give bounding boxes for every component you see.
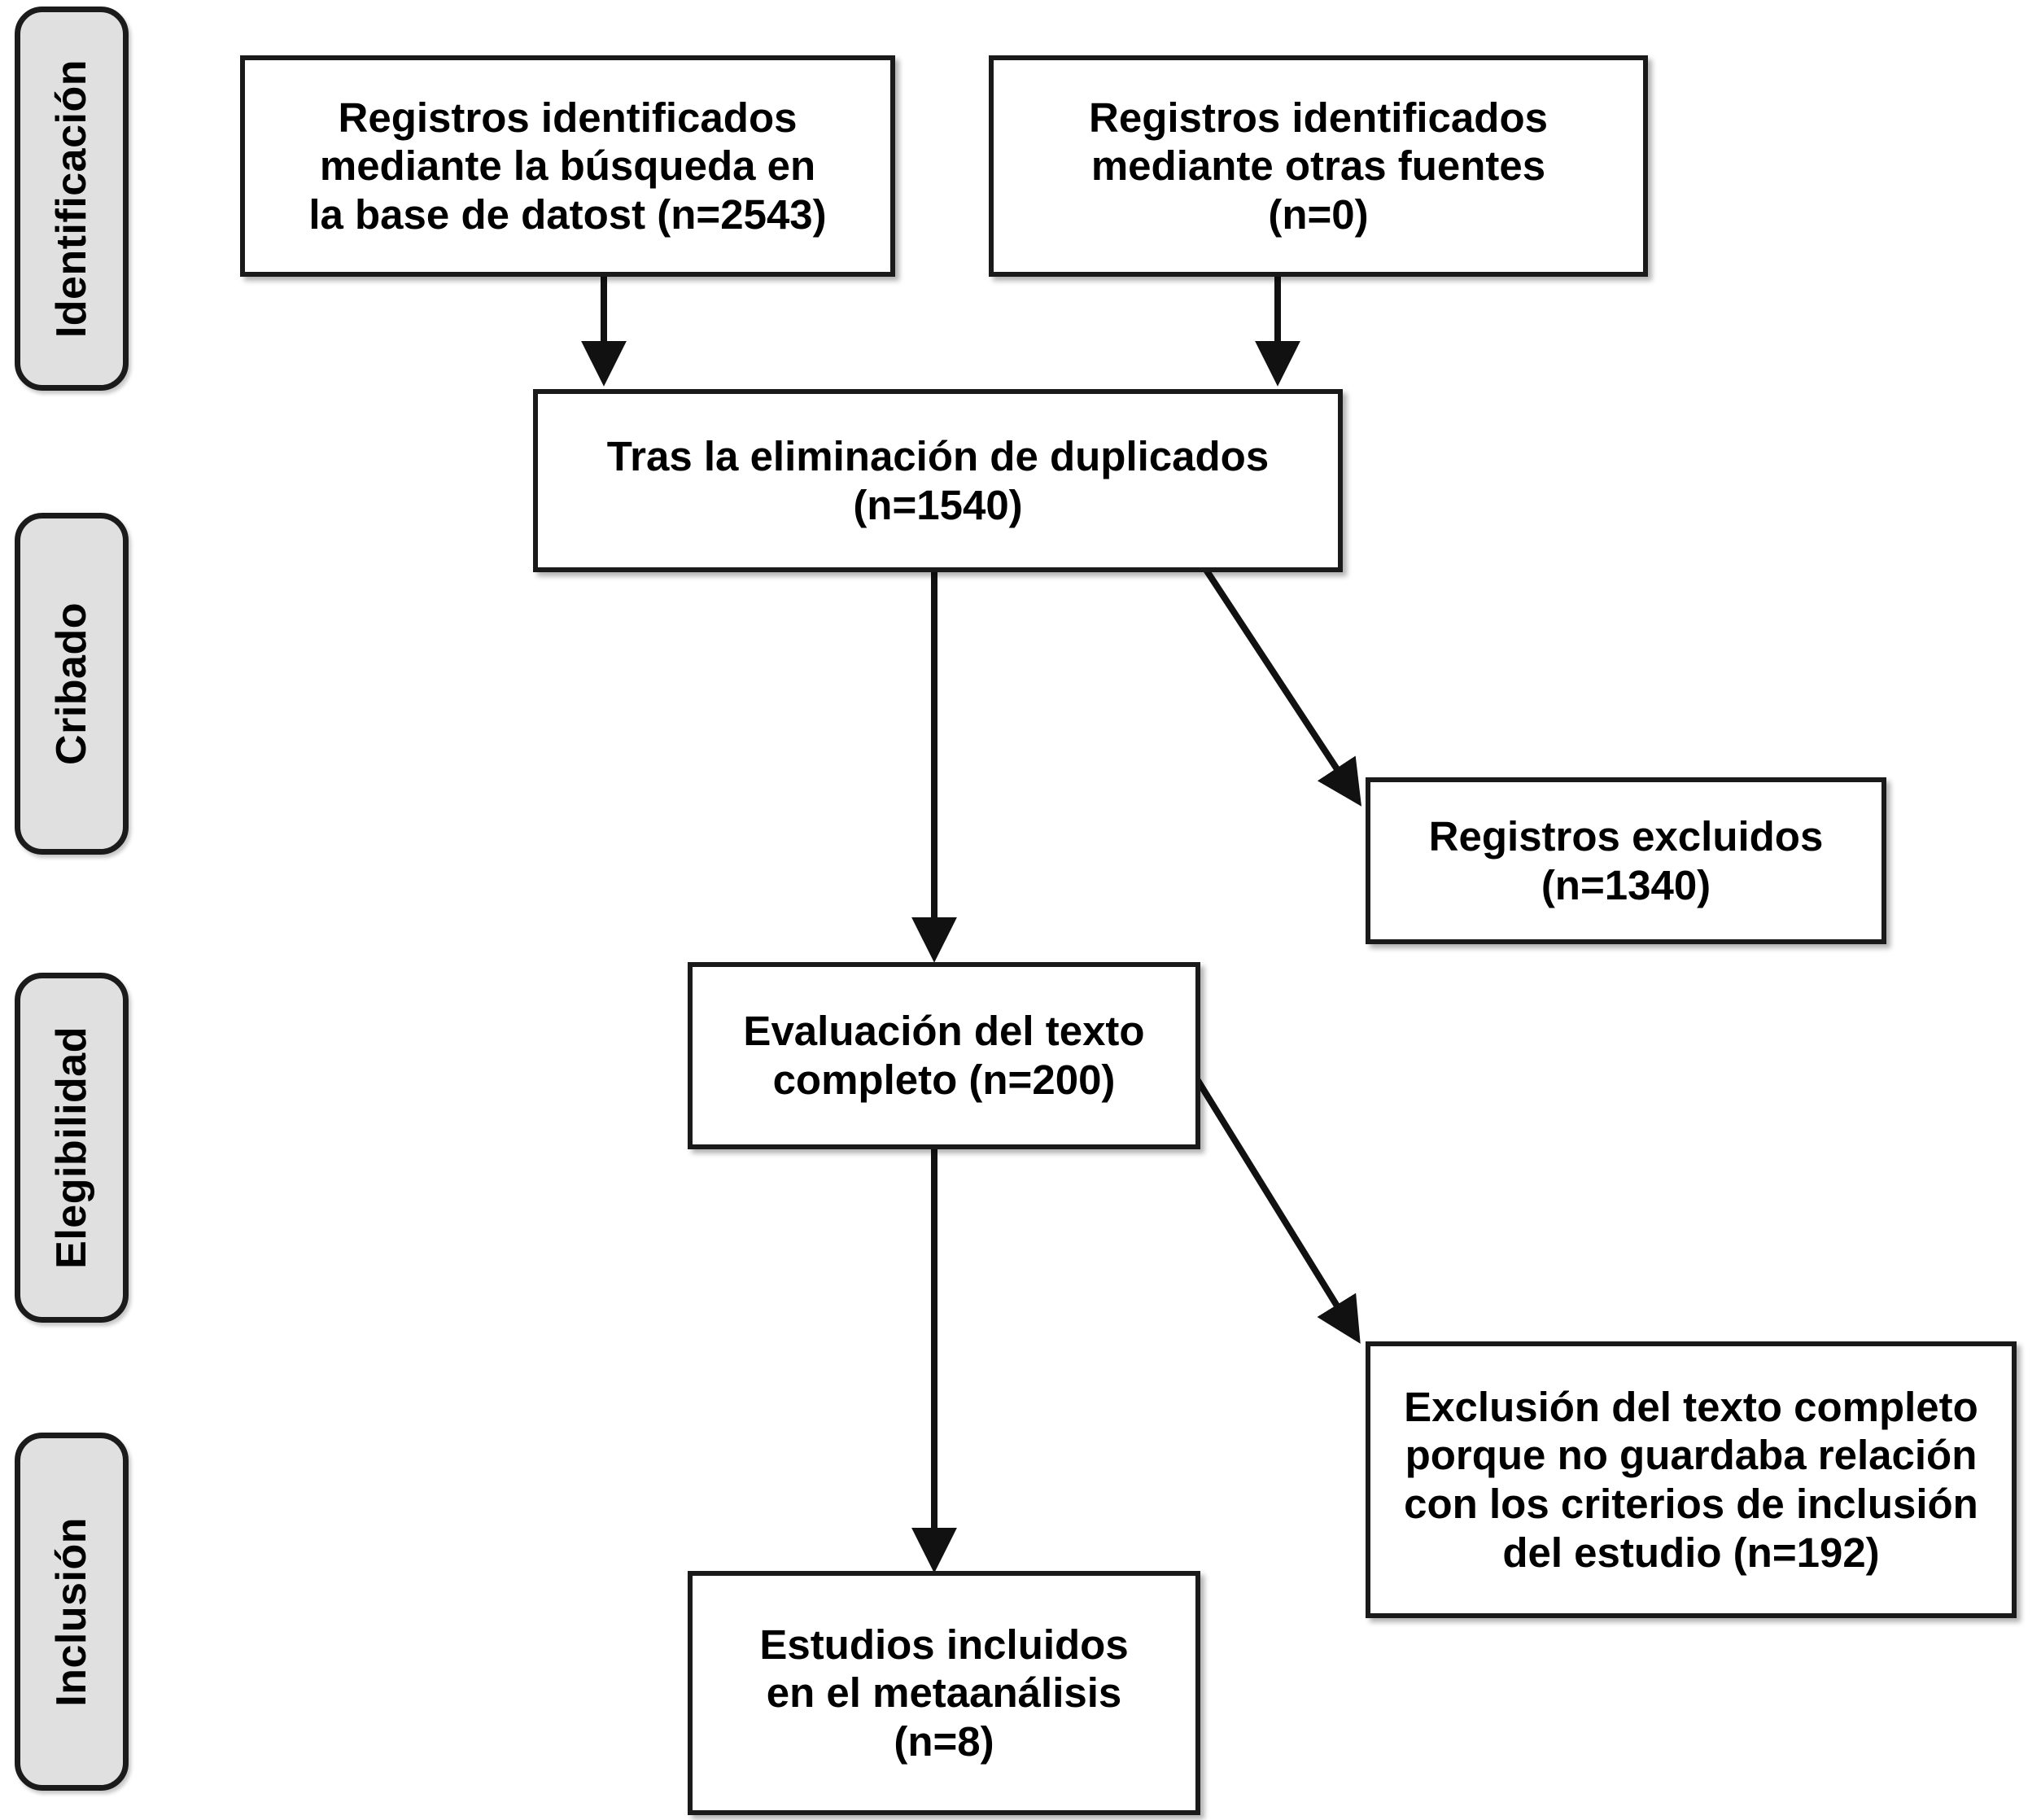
box-records-excluded: Registros excluidos (n=1340) [1366,777,1886,944]
box-fulltext-excluded: Exclusión del texto completo porque no g… [1366,1341,2017,1618]
stage-pill-cribado: Cribado [15,513,129,855]
box-records-other-sources-text: Registros identificados mediante otras f… [1089,94,1548,238]
box-after-duplicates: Tras la eliminación de duplicados (n=154… [533,389,1343,572]
box-fulltext-assessed: Evaluación del texto completo (n=200) [688,962,1200,1149]
stage-label-elegibilidad: Elegibilidad [48,1026,95,1269]
connector-fulltext-to-excluded [1177,1049,1361,1344]
box-fulltext-excluded-text: Exclusión del texto completo porque no g… [1404,1383,1978,1576]
stage-pill-inclusion: Inclusión [15,1433,129,1791]
box-studies-included: Estudios incluidos en el metaanálisis (n… [688,1571,1200,1815]
stage-pill-identificacion: Identificación [15,7,129,391]
stage-label-inclusion: Inclusión [48,1516,95,1707]
stage-pill-elegibilidad: Elegibilidad [15,973,129,1323]
box-records-excluded-text: Registros excluidos (n=1340) [1428,812,1824,908]
box-after-duplicates-text: Tras la eliminación de duplicados (n=154… [606,432,1270,528]
box-records-database-text: Registros identificados mediante la búsq… [308,94,827,238]
box-studies-included-text: Estudios incluidos en el metaanálisis (n… [759,1621,1129,1765]
stage-label-identificacion: Identificación [48,59,95,339]
connector-dedup-to-excluded [1203,567,1362,807]
stage-label-cribado: Cribado [48,602,95,765]
box-fulltext-assessed-text: Evaluación del texto completo (n=200) [743,1008,1145,1103]
box-records-database: Registros identificados mediante la búsq… [240,55,895,277]
box-records-other-sources: Registros identificados mediante otras f… [989,55,1648,277]
